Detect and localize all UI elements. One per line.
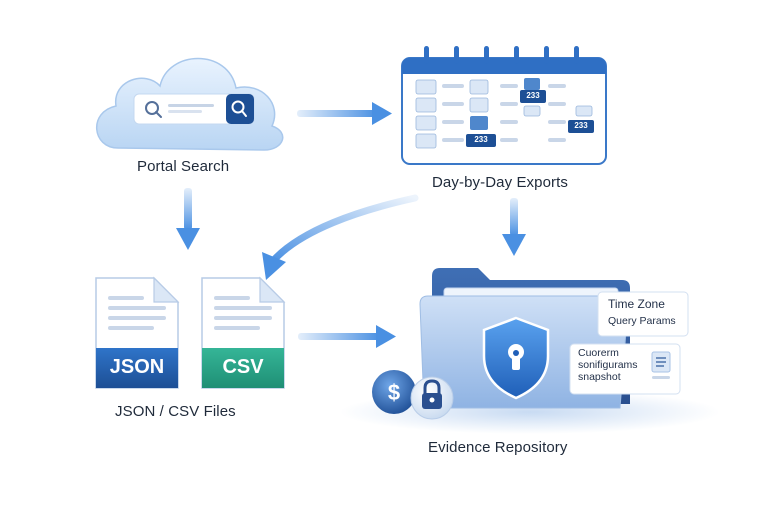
search-bar [133,93,255,125]
evidence-repository-label: Evidence Repository [428,439,568,456]
files-label: JSON / CSV Files [115,403,236,420]
calendar-cell-3-text: 233 [574,121,588,130]
json-file-icon [95,276,180,389]
portal-search-label: Portal Search [137,158,230,175]
search-icon [145,101,159,115]
search-button [226,94,254,124]
csv-badge [202,348,284,388]
json-badge [96,348,178,388]
note-bottom-line2: sonifigurams [578,359,638,371]
note-card-bottom [569,343,681,395]
svg-text:$: $ [388,380,400,405]
note-bottom-line3: snapshot [578,371,621,383]
calendar-icon [401,46,607,165]
day-exports-label: Day-by-Day Exports [432,174,569,191]
calendar-cell-2 [466,134,496,147]
calendar-cell-2-text: 233 [474,135,488,144]
json-badge-text: JSON [109,356,165,378]
arrow-search-to-files [176,188,200,250]
arrow-exports-to-repository [502,198,526,256]
portal-search-node [96,57,284,151]
calendar-cell-3 [568,120,594,133]
coin-icon: $ [372,370,416,414]
arrow-exports-to-files [262,194,419,280]
evidence-repository-node: $ [340,268,720,434]
note-card-top [597,291,689,337]
document-icon [651,351,671,379]
arrow-files-to-repository [298,325,396,348]
note-top-line2: Query Params [608,315,676,327]
csv-badge-text: CSV [222,356,264,378]
arrow-search-to-exports [297,102,392,125]
padlock-icon [410,376,454,420]
calendar-cell-1 [520,90,546,103]
note-bottom-line1: Cuorerm [578,347,619,359]
csv-file-icon [201,276,286,389]
note-top-line1: Time Zone [608,297,665,311]
shield-lock-icon [482,316,550,400]
calendar-cell-1-text: 233 [526,91,540,100]
